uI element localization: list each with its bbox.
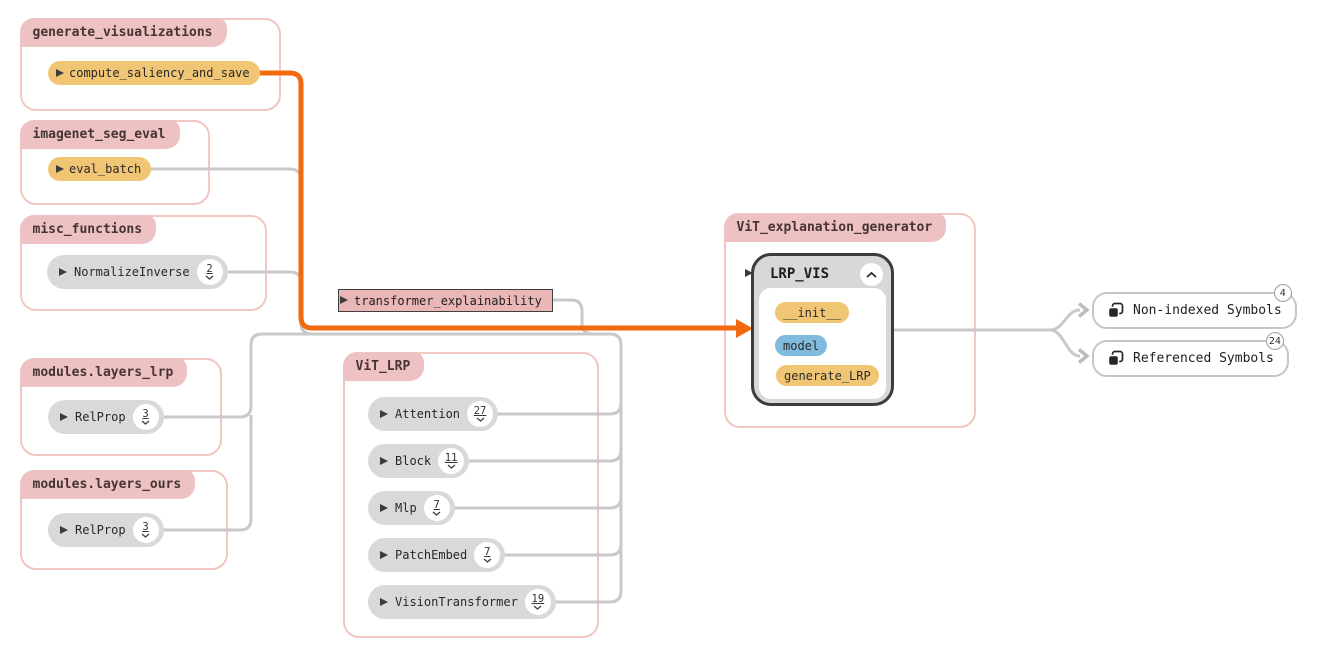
edge-fork-referenced[interactable]	[1049, 328, 1081, 358]
group-tab-vit-explanation-generator[interactable]: ViT_explanation_generator	[723, 212, 947, 242]
symbols-bundle-icon	[1107, 302, 1124, 319]
collapse-button[interactable]	[860, 263, 883, 286]
play-icon	[340, 295, 348, 304]
edge-eval-batch[interactable]	[130, 167, 313, 336]
chevron-down-icon	[432, 511, 441, 517]
node-label: Block	[395, 454, 432, 468]
lrp-vis-member-panel: __init__ model generate_LRP	[759, 288, 886, 399]
chevron-down-icon	[533, 605, 542, 611]
group-imagenet-seg-eval: imagenet_seg_eval	[19, 119, 210, 205]
node-attention[interactable]: Attention 27	[368, 397, 499, 431]
chevron-down-icon	[205, 275, 214, 281]
chevron-down-icon	[447, 464, 456, 470]
chevron-up-icon	[866, 271, 877, 278]
edge-transformer-explainability[interactable]	[548, 298, 594, 336]
chevron-down-icon	[476, 417, 484, 423]
node-block[interactable]: Block 11	[368, 444, 470, 478]
play-icon	[56, 165, 64, 173]
member-count-badge[interactable]: 3	[132, 404, 159, 430]
edge-patch-embed[interactable]	[490, 543, 623, 557]
member-count-badge[interactable]: 7	[423, 495, 450, 521]
member-count-badge[interactable]: 11	[438, 448, 465, 474]
node-transformer-explainability[interactable]: transformer_explainability	[338, 289, 553, 312]
group-tab-misc-functions[interactable]: misc_functions	[19, 214, 157, 244]
play-icon	[380, 504, 388, 512]
group-tab-generate-visualizations[interactable]: generate_visualizations	[19, 17, 227, 47]
node-non-indexed-symbols[interactable]: Non-indexed Symbols 4	[1092, 284, 1297, 329]
node-lrp-vis[interactable]: LRP_VIS __init__ model generate_LRP	[745, 253, 894, 406]
edge-mlp[interactable]	[435, 496, 623, 510]
play-icon	[745, 269, 753, 277]
member-count-badge[interactable]: 7	[474, 542, 501, 568]
play-icon	[380, 410, 388, 418]
node-compute-saliency-and-save[interactable]: compute_saliency_and_save	[48, 61, 260, 85]
edge-relprop-ours[interactable]	[150, 415, 253, 532]
node-label: compute_saliency_and_save	[69, 66, 250, 80]
member-count-badge[interactable]: 3	[132, 517, 159, 543]
member-label: model	[783, 338, 820, 353]
node-vision-transformer[interactable]: VisionTransformer 19	[368, 585, 556, 619]
member-generate-lrp[interactable]: generate_LRP	[776, 365, 879, 386]
node-relprop-lrp[interactable]: RelProp 3	[48, 400, 164, 434]
edge-normalize-inverse[interactable]	[220, 270, 303, 292]
node-label: Referenced Symbols	[1133, 351, 1274, 366]
node-label: PatchEmbed	[395, 548, 468, 562]
arrowhead-non-indexed	[1077, 302, 1090, 318]
group-tab-imagenet-seg-eval[interactable]: imagenet_seg_eval	[19, 119, 180, 149]
group-tab-modules-layers-ours[interactable]: modules.layers_ours	[19, 469, 196, 499]
group-tab-modules-layers-lrp[interactable]: modules.layers_lrp	[19, 357, 188, 387]
node-label: transformer_explainability	[354, 293, 542, 308]
node-normalize-inverse[interactable]: NormalizeInverse 2	[47, 255, 228, 289]
play-icon	[380, 457, 388, 465]
node-referenced-symbols[interactable]: Referenced Symbols 24	[1092, 332, 1289, 377]
node-eval-batch[interactable]: eval_batch	[48, 157, 152, 181]
chevron-down-icon	[141, 533, 150, 539]
node-mlp[interactable]: Mlp 7	[368, 491, 455, 525]
play-icon	[60, 526, 68, 534]
member-model[interactable]: model	[775, 335, 828, 356]
node-label: RelProp	[75, 523, 126, 537]
member-label: __init__	[783, 305, 841, 320]
play-icon	[59, 268, 67, 276]
node-label: RelProp	[75, 410, 126, 424]
play-icon	[60, 413, 68, 421]
node-relprop-ours[interactable]: RelProp 3	[48, 513, 164, 547]
symbol-count-badge[interactable]: 4	[1273, 284, 1292, 302]
node-label: Attention	[395, 407, 461, 421]
node-patch-embed[interactable]: PatchEmbed 7	[368, 538, 506, 572]
symbols-bundle-icon	[1107, 350, 1124, 367]
member-count-badge[interactable]: 2	[196, 259, 223, 285]
member-count-badge[interactable]: 19	[524, 589, 551, 615]
node-label: VisionTransformer	[395, 595, 518, 609]
edge-compute-saliency-to-lrp-vis[interactable]	[240, 70, 738, 331]
node-label: NormalizeInverse	[74, 265, 190, 279]
arrowhead-lrp-vis	[736, 319, 753, 338]
node-label: eval_batch	[69, 162, 142, 176]
node-lrp-vis-title: LRP_VIS	[770, 266, 830, 282]
play-icon	[380, 598, 388, 606]
play-icon	[380, 551, 388, 559]
edge-block[interactable]	[455, 449, 623, 463]
chevron-down-icon	[141, 420, 150, 426]
chevron-down-icon	[483, 558, 492, 564]
play-icon	[56, 69, 64, 77]
edge-relprop-lrp-bundle-trunk[interactable]	[150, 332, 623, 604]
arrowhead-referenced	[1077, 348, 1090, 364]
member-label: generate_LRP	[784, 368, 871, 383]
symbol-count-badge[interactable]: 24	[1265, 332, 1284, 350]
edge-attention[interactable]	[485, 402, 623, 416]
node-label: Non-indexed Symbols	[1133, 303, 1282, 318]
edge-fork-non-indexed[interactable]	[1049, 308, 1081, 332]
node-label: Mlp	[395, 501, 417, 515]
group-tab-vit-lrp[interactable]: ViT_LRP	[342, 351, 425, 381]
member-count-badge[interactable]: 27	[467, 401, 494, 427]
member-init[interactable]: __init__	[775, 302, 849, 323]
